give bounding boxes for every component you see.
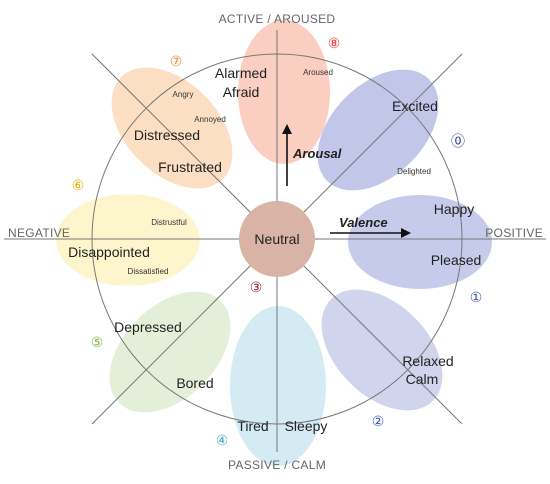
blob-sector-0: [317, 69, 439, 191]
blob-sector-1: [348, 195, 492, 289]
emotion-alarmed: Alarmed: [215, 65, 267, 81]
sector-number-7: ⑦: [170, 53, 183, 69]
emotion-aroused: Aroused: [303, 68, 333, 77]
valence-label: Valence: [339, 215, 388, 230]
blob-sector-6: [56, 194, 200, 286]
emotion-calm: Calm: [406, 371, 439, 387]
sector-number-2: ②: [372, 413, 385, 429]
axis-right-label: POSITIVE: [485, 226, 543, 240]
blob-sector-2: [321, 289, 443, 411]
emotion-tired: Tired: [237, 418, 268, 434]
emotion-disappointed: Disappointed: [68, 244, 150, 260]
emotion-delighted: Delighted: [397, 167, 431, 176]
sector-number-6: ⑥: [72, 177, 85, 193]
axis-bottom-label: PASSIVE / CALM: [228, 458, 326, 472]
emotion-distrustful: Distrustful: [151, 218, 187, 227]
emotion-distressed: Distressed: [134, 127, 200, 143]
sector-number-4: ④: [216, 432, 229, 448]
axis-left-label: NEGATIVE: [8, 226, 70, 240]
emotion-frustrated: Frustrated: [158, 159, 222, 175]
emotion-bored: Bored: [176, 375, 213, 391]
sector-number-8: ⑧: [328, 35, 341, 51]
emotion-depressed: Depressed: [114, 319, 182, 335]
arousal-label: Arousal: [292, 146, 342, 161]
blob-sector-5: [109, 291, 231, 413]
emotion-dissatisfied: Dissatisfied: [128, 267, 169, 276]
axis-top-label: ACTIVE / AROUSED: [219, 12, 336, 26]
valence-arrow: [330, 228, 411, 238]
neutral-label: Neutral: [254, 231, 299, 247]
arousal-arrow: [282, 124, 292, 186]
sector-number-3: ③: [250, 279, 263, 295]
emotion-pleased: Pleased: [431, 252, 482, 268]
emotion-relaxed: Relaxed: [402, 353, 453, 369]
sector-number-1: ①: [470, 289, 483, 305]
sector-number-5: ⑤: [91, 334, 104, 350]
blob-sector-7: [111, 67, 233, 189]
emotion-afraid: Afraid: [223, 84, 260, 100]
blob-sector-4: [230, 306, 326, 466]
neutral-center: [239, 201, 315, 277]
sector-number-0: ⓪: [451, 133, 465, 149]
emotion-annoyed: Annoyed: [194, 115, 226, 124]
emotion-angry: Angry: [173, 90, 194, 99]
emotion-happy: Happy: [434, 201, 474, 217]
emotion-excited: Excited: [392, 98, 438, 114]
emotion-sleepy: Sleepy: [285, 418, 328, 434]
emotion-blobs: [56, 20, 492, 466]
